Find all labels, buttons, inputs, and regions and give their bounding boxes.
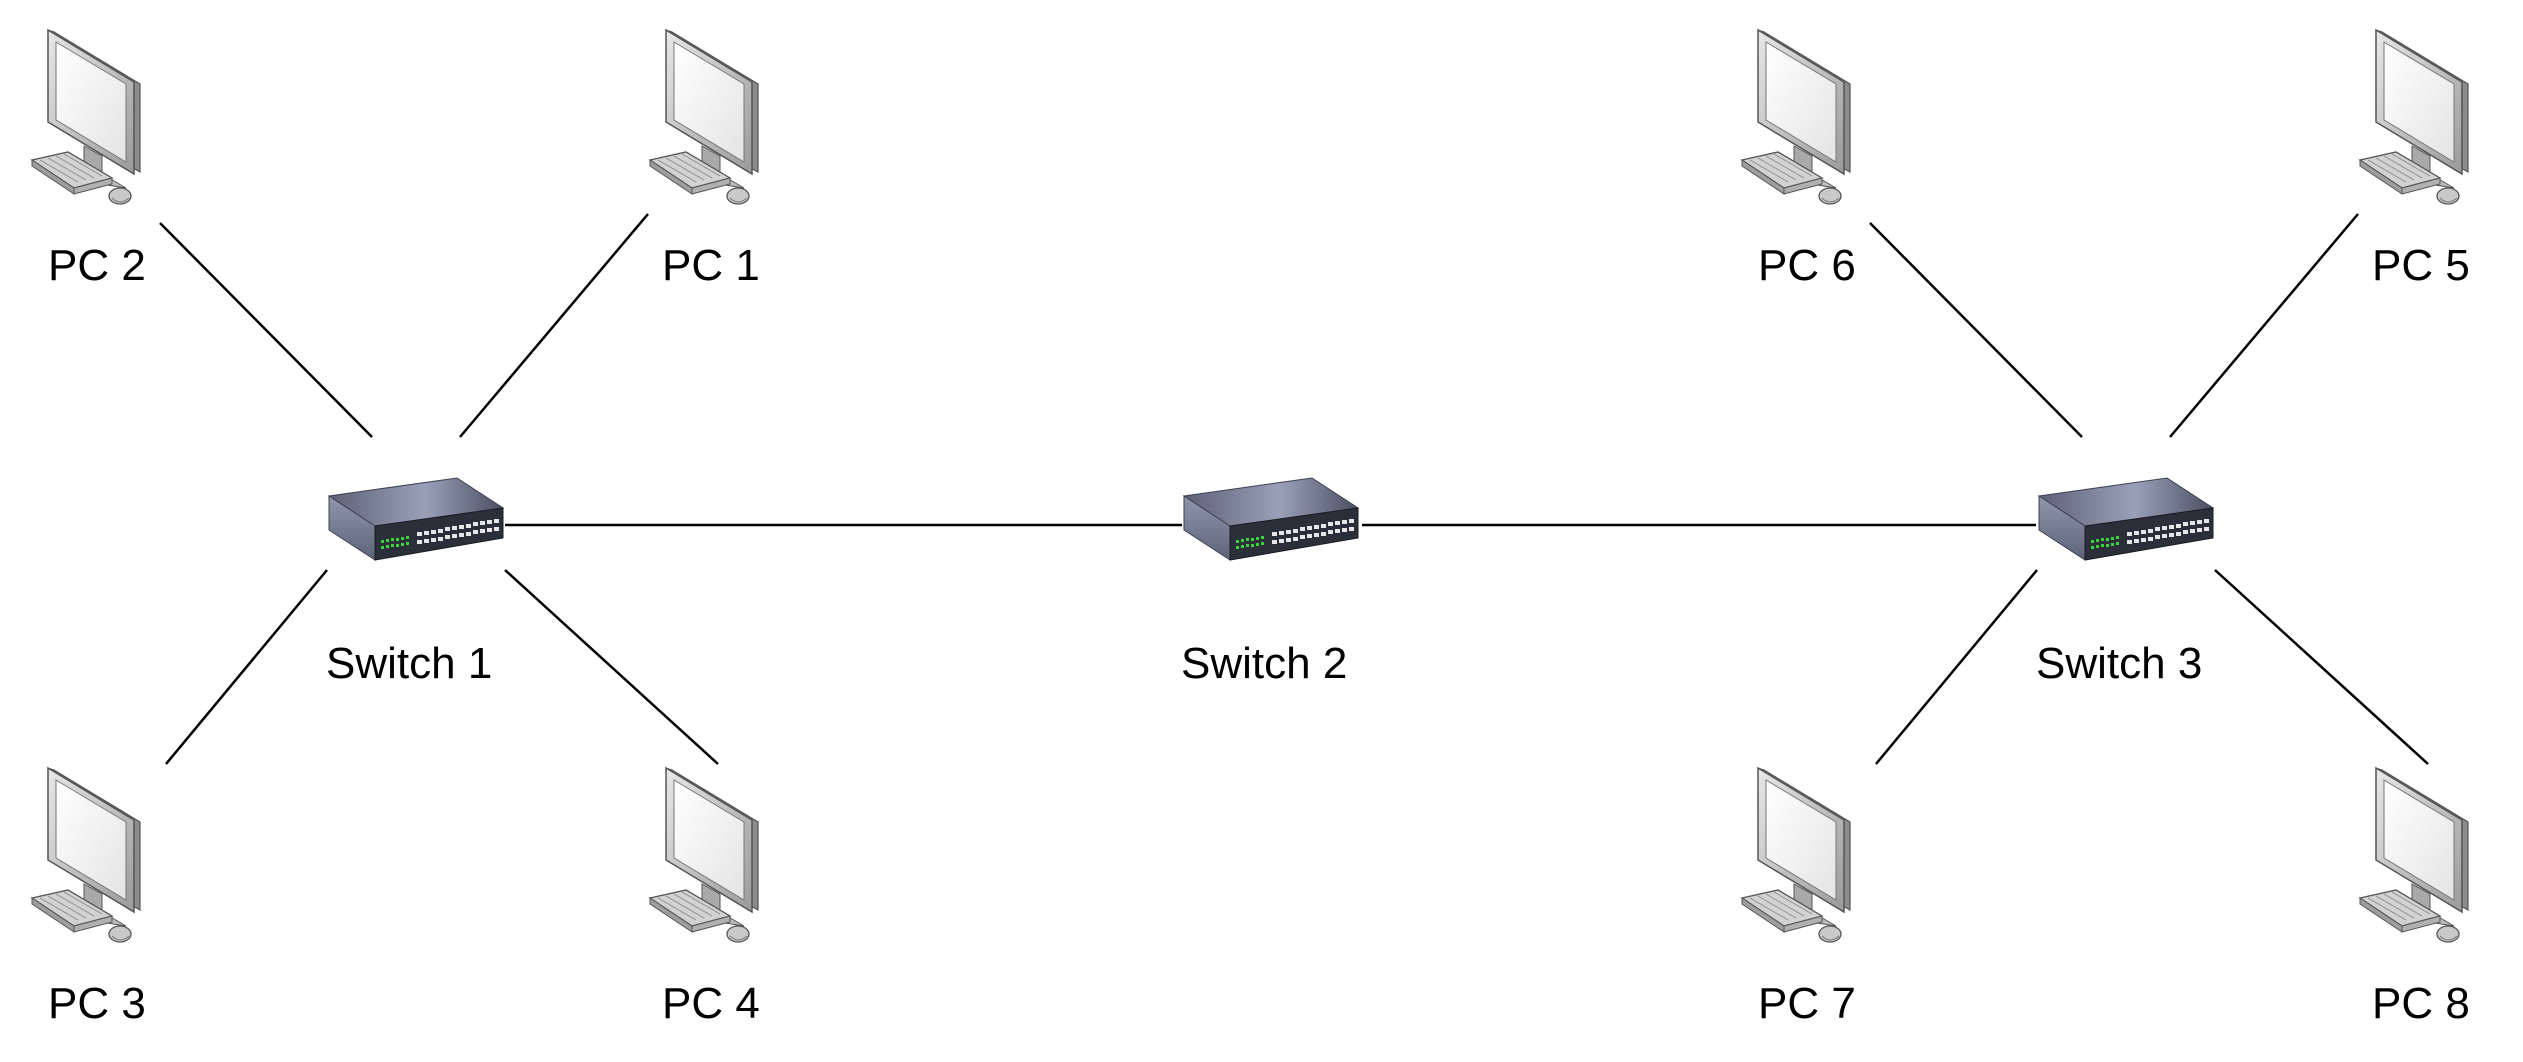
pc-node-5[interactable]: PC 5	[2359, 29, 2470, 290]
link-switch1-pc1	[459, 213, 649, 438]
desktop-computer-icon	[31, 29, 141, 205]
pc-node-8[interactable]: PC 8	[2359, 767, 2470, 1028]
link-switch1-pc4	[504, 569, 719, 765]
desktop-computer-icon	[649, 29, 759, 205]
link-switch3-pc7	[1875, 569, 2038, 765]
pc-node-7[interactable]: PC 7	[1741, 767, 1856, 1028]
pc-label: PC 8	[2372, 979, 2470, 1028]
pc-node-2[interactable]: PC 2	[31, 29, 146, 290]
pc-label: PC 4	[662, 979, 760, 1028]
desktop-computer-icon	[2359, 29, 2469, 205]
switch-node-3[interactable]: Switch 3	[2036, 477, 2214, 688]
desktop-computer-icon	[649, 767, 759, 943]
desktop-computer-icon	[2359, 767, 2469, 943]
switch-label: Switch 3	[2036, 639, 2202, 688]
link-switch1-pc3	[165, 569, 328, 765]
pc-node-3[interactable]: PC 3	[31, 767, 146, 1028]
switch-node-2[interactable]: Switch 2	[1181, 477, 1359, 688]
switch-node-1[interactable]: Switch 1	[326, 477, 504, 688]
links-layer	[159, 213, 2429, 765]
pc-node-1[interactable]: PC 1	[649, 29, 760, 290]
link-switch1-pc2	[159, 222, 373, 438]
link-switch3-pc5	[2169, 213, 2359, 438]
link-switch3-pc6	[1869, 222, 2083, 438]
pc-node-6[interactable]: PC 6	[1741, 29, 1856, 290]
network-switch-icon	[1183, 477, 1359, 561]
pc-label: PC 5	[2372, 241, 2470, 290]
pc-label: PC 7	[1758, 979, 1856, 1028]
link-switch3-pc8	[2214, 569, 2429, 765]
pc-label: PC 1	[662, 241, 760, 290]
desktop-computer-icon	[1741, 29, 1851, 205]
desktop-computer-icon	[31, 767, 141, 943]
network-switch-icon	[328, 477, 504, 561]
network-switch-icon	[2038, 477, 2214, 561]
pc-label: PC 3	[48, 979, 146, 1028]
pc-node-4[interactable]: PC 4	[649, 767, 760, 1028]
switch-label: Switch 2	[1181, 639, 1347, 688]
switch-label: Switch 1	[326, 639, 492, 688]
desktop-computer-icon	[1741, 767, 1851, 943]
pc-label: PC 2	[48, 241, 146, 290]
pc-label: PC 6	[1758, 241, 1856, 290]
